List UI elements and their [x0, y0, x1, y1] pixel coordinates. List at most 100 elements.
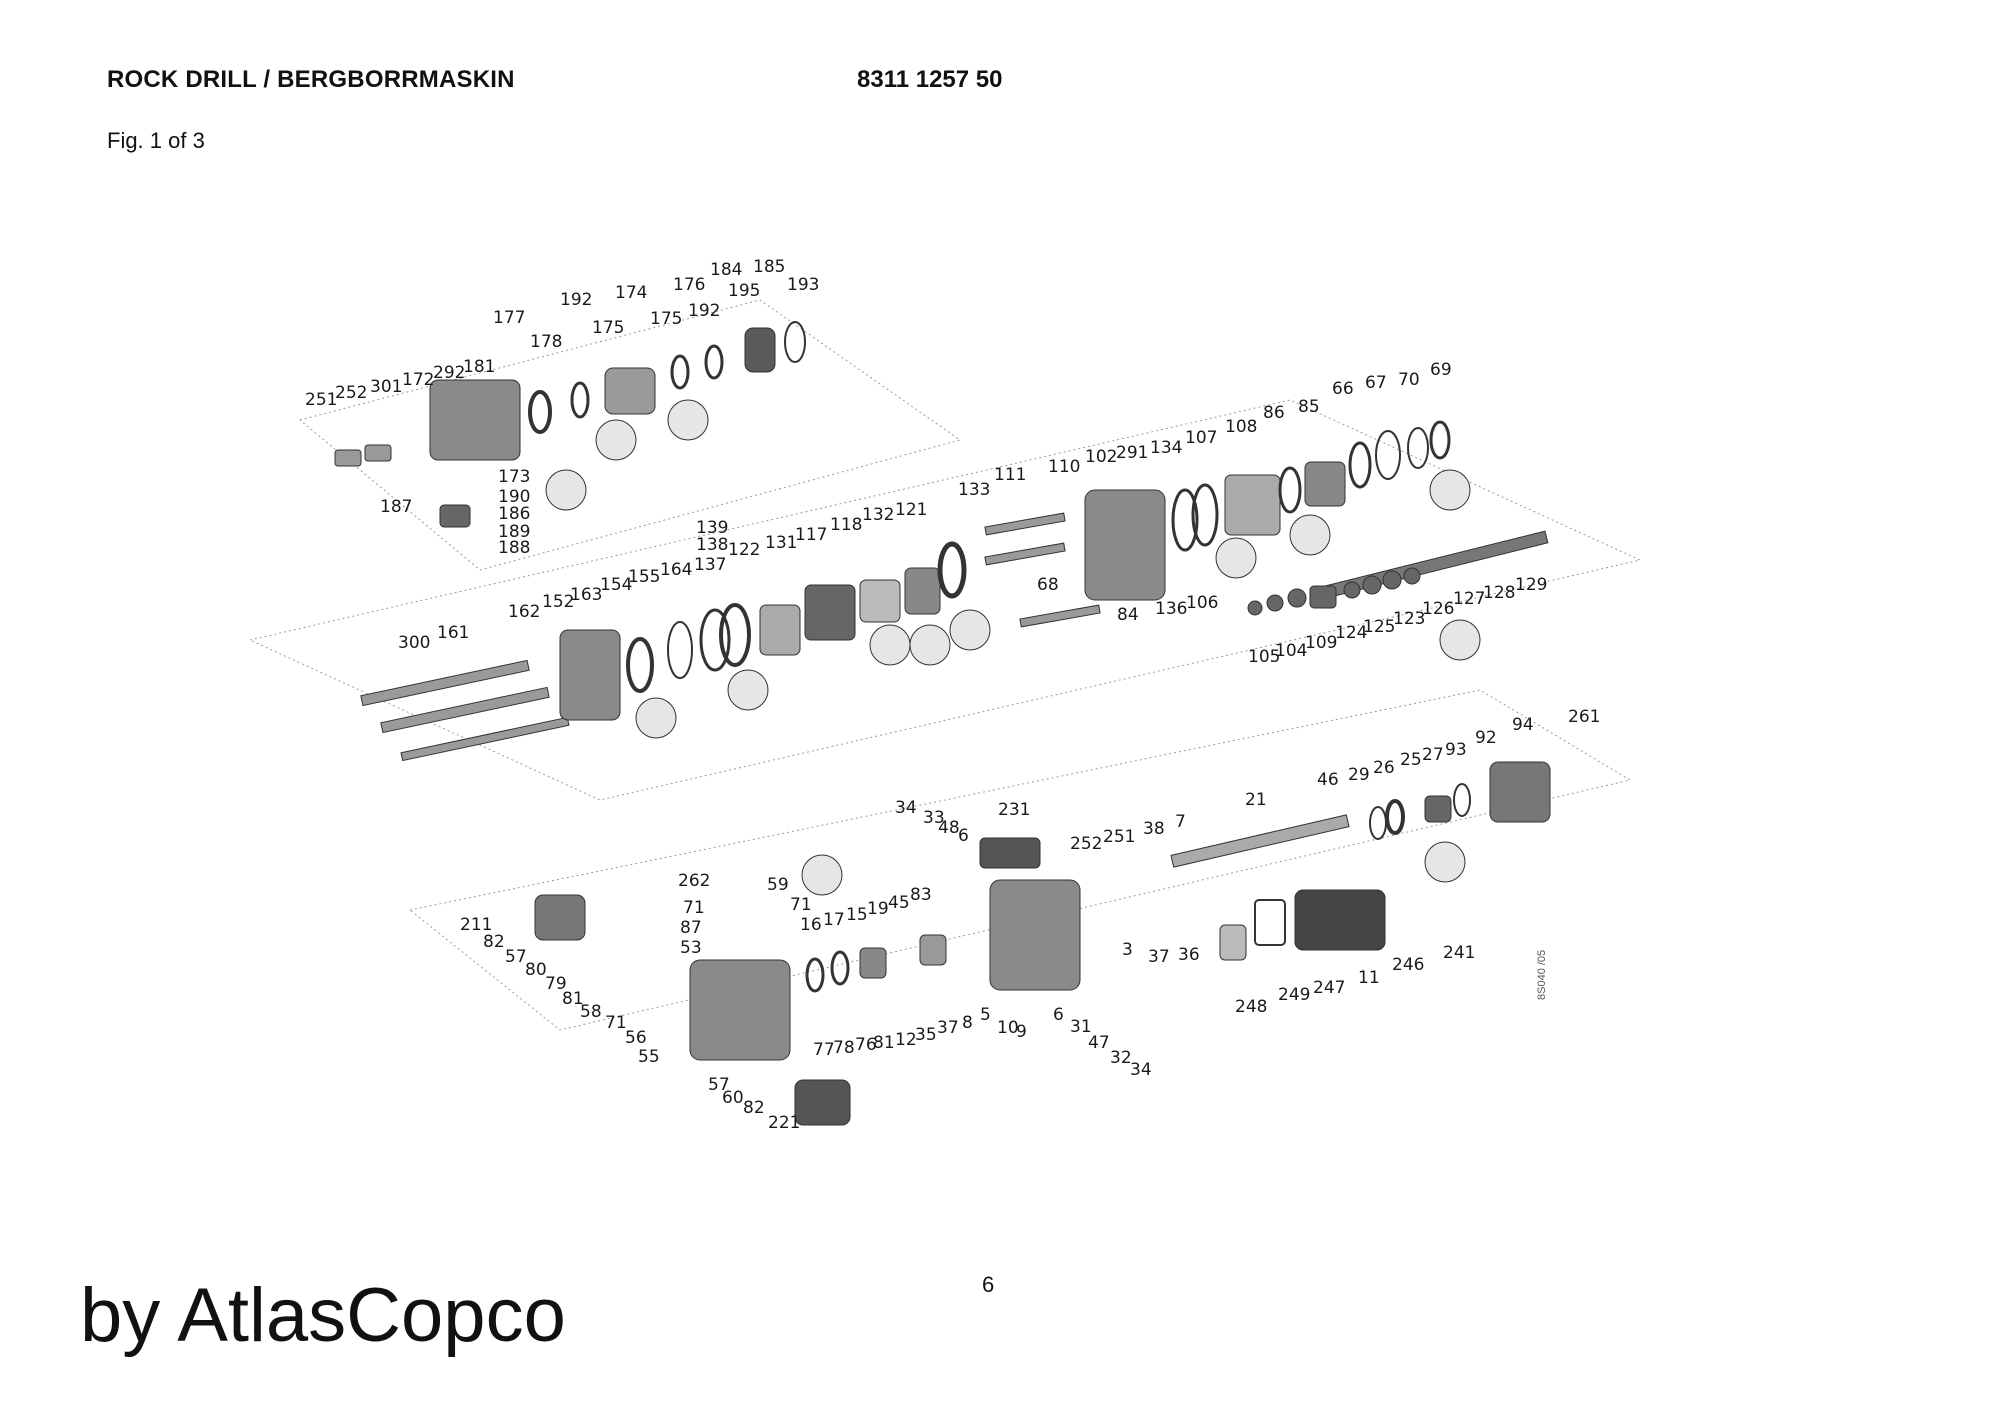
callout-group3-20: 45: [888, 893, 910, 913]
ring-193: [784, 321, 806, 363]
callout-group2-20: 102: [1085, 447, 1117, 467]
callout-group3-55: 32: [1110, 1048, 1132, 1068]
callout-group2-4: 163: [570, 585, 602, 605]
plug-252: [364, 444, 392, 462]
parts-row-109-129: [1247, 567, 1421, 616]
callout-group2-29: 70: [1398, 370, 1420, 390]
callout-group2-17: 133: [958, 480, 990, 500]
callout-group2-40: 123: [1393, 609, 1425, 629]
bolt-136: [1019, 604, 1101, 628]
callout-group2-5: 154: [600, 575, 632, 595]
plane-group1: [298, 299, 962, 571]
callout-group1-1: 252: [335, 383, 367, 403]
callout-group1-4: 292: [433, 363, 465, 383]
part-number: 8311 1257 50: [857, 66, 1003, 93]
housing-152: [559, 629, 621, 721]
callout-group2-16: 121: [895, 500, 927, 520]
rod-161: [380, 686, 550, 734]
callout-group3-32: 46: [1317, 770, 1339, 790]
callout-group3-8: 56: [625, 1028, 647, 1048]
tool-icon-group1b: [667, 399, 709, 441]
ring-93: [1453, 783, 1471, 817]
page-number: 6: [982, 1272, 995, 1297]
cover-221: [794, 1079, 851, 1126]
callout-group3-48: 8: [962, 1013, 973, 1033]
callout-group2-6: 155: [628, 567, 660, 587]
callout-group2-25: 86: [1263, 403, 1285, 423]
callout-group3-22: 34: [895, 798, 917, 818]
callout-group2-33: 136: [1155, 599, 1187, 619]
callout-group3-53: 31: [1070, 1017, 1092, 1037]
plane-group3: [408, 689, 1632, 1031]
cover-211: [534, 894, 586, 941]
callout-group3-64: 246: [1392, 955, 1424, 975]
bushing-132: [904, 567, 941, 615]
callout-group3-66: 57: [708, 1075, 730, 1095]
bushing-83: [919, 934, 947, 966]
tool-icon-group2i: [1439, 619, 1481, 661]
callout-group3-3: 80: [525, 960, 547, 980]
callout-group2-37: 109: [1305, 633, 1337, 653]
callout-group3-18: 15: [846, 905, 868, 925]
ring-16: [805, 957, 825, 993]
callout-group3-0: 211: [460, 915, 492, 935]
callout-group2-0: 300: [398, 633, 430, 653]
callout-group3-43: 76: [855, 1035, 877, 1055]
ring-137: [699, 608, 731, 672]
callout-group3-44: 81: [873, 1033, 895, 1053]
callout-group3-16: 16: [800, 915, 822, 935]
callout-group3-49: 5: [980, 1005, 991, 1025]
gear-117: [804, 584, 856, 641]
tool-icon-group2a: [635, 697, 677, 739]
callout-group2-38: 124: [1335, 623, 1367, 643]
callout-group3-13: 53: [680, 938, 702, 958]
washer-127: [1362, 575, 1382, 595]
callout-group3-57: 3: [1122, 940, 1133, 960]
callout-group2-42: 127: [1453, 589, 1485, 609]
callout-group3-41: 77: [813, 1040, 835, 1060]
bushing-27: [1424, 795, 1452, 823]
callout-group1-7: 178: [530, 332, 562, 352]
callout-group3-63: 11: [1358, 968, 1380, 988]
ring-69: [1375, 430, 1401, 480]
callout-group3-50: 10: [997, 1018, 1019, 1038]
callout-group3-62: 247: [1313, 978, 1345, 998]
callout-group3-38: 92: [1475, 728, 1497, 748]
callout-group1-10: 174: [615, 283, 647, 303]
callout-group1-19: 190: [498, 487, 530, 507]
tool-icon-group3a: [801, 854, 843, 896]
group1-parts: [334, 321, 806, 528]
callout-group3-23: 33: [923, 808, 945, 828]
callout-group3-27: 252: [1070, 834, 1102, 854]
ring-15: [830, 950, 850, 986]
callout-group2-13: 117: [795, 525, 827, 545]
tool-icon-group1c: [545, 469, 587, 511]
figure-label: Fig. 1 of 3: [107, 128, 205, 153]
callout-group3-42: 78: [833, 1038, 855, 1058]
callout-group3-21: 83: [910, 885, 932, 905]
callout-group1-13: 192: [688, 301, 720, 321]
tool-icon-group2f: [1215, 537, 1257, 579]
callout-group2-44: 129: [1515, 575, 1547, 595]
callout-group3-4: 79: [545, 974, 567, 994]
ring-154: [626, 637, 654, 693]
callout-group3-46: 35: [915, 1025, 937, 1045]
tool-icon-group2c: [869, 624, 911, 666]
callout-group3-69: 221: [768, 1113, 800, 1133]
callout-group3-29: 38: [1143, 819, 1165, 839]
callout-group2-43: 128: [1483, 583, 1515, 603]
callout-group2-26: 85: [1298, 397, 1320, 417]
ring-184: [704, 344, 724, 380]
motor-241: [1294, 889, 1386, 951]
callout-group3-58: 37: [1148, 947, 1170, 967]
callout-group1-0: 251: [305, 390, 337, 410]
callout-group2-7: 164: [660, 560, 692, 580]
callout-group3-65: 241: [1443, 943, 1475, 963]
callout-group3-26: 231: [998, 800, 1030, 820]
seal-178: [528, 390, 552, 434]
ring-122: [719, 603, 751, 667]
ring-84: [1429, 420, 1451, 460]
callout-group3-40: 261: [1568, 707, 1600, 727]
rod-300: [360, 659, 530, 707]
